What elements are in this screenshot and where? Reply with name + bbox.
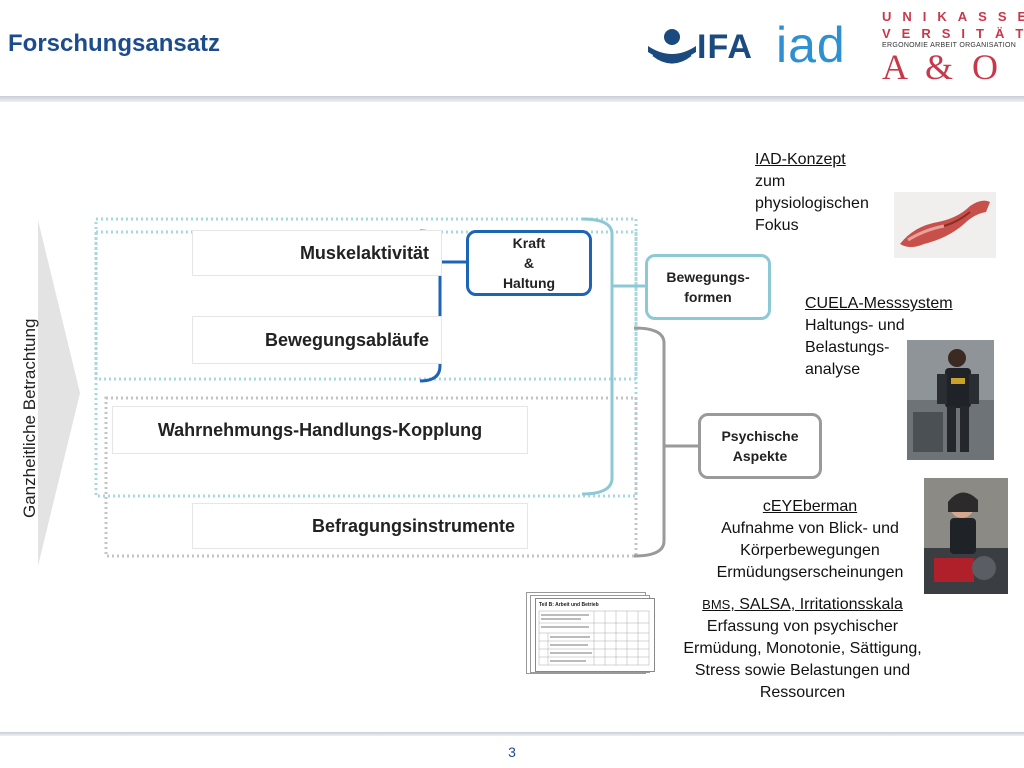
node-kraft-line1: Kraft — [512, 234, 546, 251]
questionnaire-table — [538, 610, 650, 666]
row-wahrnehmung: Wahrnehmungs-Handlungs-Kopplung — [112, 406, 528, 454]
row-bewegungsablaeufe: Bewegungsabläufe — [192, 316, 442, 364]
questionnaire-heading: Teil B: Arbeit und Betrieb — [539, 602, 599, 608]
ifa-logo — [646, 28, 698, 68]
annotation-cuela: CUELA-Messsystem Haltungs- und Belastung… — [805, 293, 1005, 381]
annotation-ceye-title: cEYEberman — [762, 498, 858, 515]
node-psychische-aspekte: Psychische Aspekte — [698, 413, 822, 479]
frame-psychic — [104, 396, 638, 558]
uni-logo-line3: ERGONOMIE ARBEIT ORGANISATION — [882, 42, 1017, 49]
node-bewegungsformen: Bewegungs- formen — [645, 254, 771, 320]
annotation-ceye-line2: Körperbewegungen — [740, 542, 880, 560]
node-psy-line2: Aspekte — [732, 448, 788, 464]
annotation-cuela-title: CUELA-Messsystem — [805, 295, 953, 312]
annotation-iad: IAD-Konzept zum physiologischen Fokus — [755, 149, 895, 237]
footer-divider — [0, 732, 1024, 736]
bracket-bewegung — [581, 217, 614, 496]
node-kraft-line3: Haltung — [502, 275, 556, 292]
annotation-iad-title: IAD-Konzept — [755, 151, 846, 168]
header-divider — [0, 96, 1024, 102]
annotation-bms-line4: Ressourcen — [759, 684, 846, 702]
annotation-ceye-line1: Aufnahme von Blick- und — [721, 520, 899, 538]
bracket-psy — [633, 326, 666, 558]
row-muskelaktivitaet: Muskelaktivität — [192, 230, 442, 276]
muscle-arm-image — [894, 192, 996, 258]
annotation-bms: BMS, SALSA, Irritationsskala Erfassung v… — [660, 594, 945, 704]
annotation-iad-line2: physiologischen — [755, 195, 869, 213]
annotation-bms-line3: Stress sowie Belastungen und — [694, 662, 911, 680]
node-psy-line1: Psychische — [721, 427, 799, 444]
questionnaire-sheet-front: Teil B: Arbeit und Betrieb — [535, 598, 655, 672]
annotation-bms-line1: Erfassung von psychischer — [706, 618, 899, 636]
annotation-bms-title: BMS, SALSA, Irritationsskala — [702, 596, 903, 613]
holistic-arrow — [38, 220, 80, 566]
annotation-bms-title-small: BMS — [702, 597, 731, 612]
node-kraft-line2: & — [523, 254, 535, 271]
uni-logo-line1: UNIKASSEL — [882, 9, 1024, 24]
page-number: 3 — [508, 744, 516, 760]
annotation-ceye-line3: Ermüdungserscheinungen — [716, 564, 904, 582]
ceyeberman-image — [924, 478, 1008, 594]
annotation-bms-title-rest: , SALSA, Irritationsskala — [730, 596, 903, 613]
annotation-ceyeberman: cEYEberman Aufnahme von Blick- und Körpe… — [700, 496, 920, 584]
uni-logo-ao: A & O — [882, 47, 1004, 87]
annotation-bms-line2: Ermüdung, Monotonie, Sättigung, — [683, 640, 922, 658]
annotation-iad-line3: Fokus — [755, 217, 799, 235]
iad-logo: iad — [774, 17, 864, 83]
ifa-logo-text: IFA — [697, 28, 753, 66]
row-befragung: Befragungsinstrumente — [192, 503, 528, 549]
questionnaire-stack: Teil B: Arbeit und Betrieb — [526, 592, 656, 674]
svg-text:iad: iad — [776, 18, 846, 70]
cuela-worker-image — [907, 340, 994, 460]
holistic-label: Ganzheitliche Betrachtung — [20, 318, 39, 518]
uni-logo-line2: VERSITÄT — [882, 26, 1024, 41]
node-bew-line1: Bewegungs- — [666, 268, 750, 285]
node-kraft-haltung: Kraft & Haltung — [466, 230, 592, 296]
annotation-cuela-line2: Belastungs- — [805, 339, 890, 357]
node-bew-line2: formen — [684, 289, 732, 305]
annotation-cuela-line1: Haltungs- und — [805, 317, 905, 335]
page-title: Forschungsansatz — [8, 30, 221, 57]
annotation-cuela-line3: analyse — [805, 361, 861, 379]
annotation-iad-line1: zum — [755, 173, 786, 191]
